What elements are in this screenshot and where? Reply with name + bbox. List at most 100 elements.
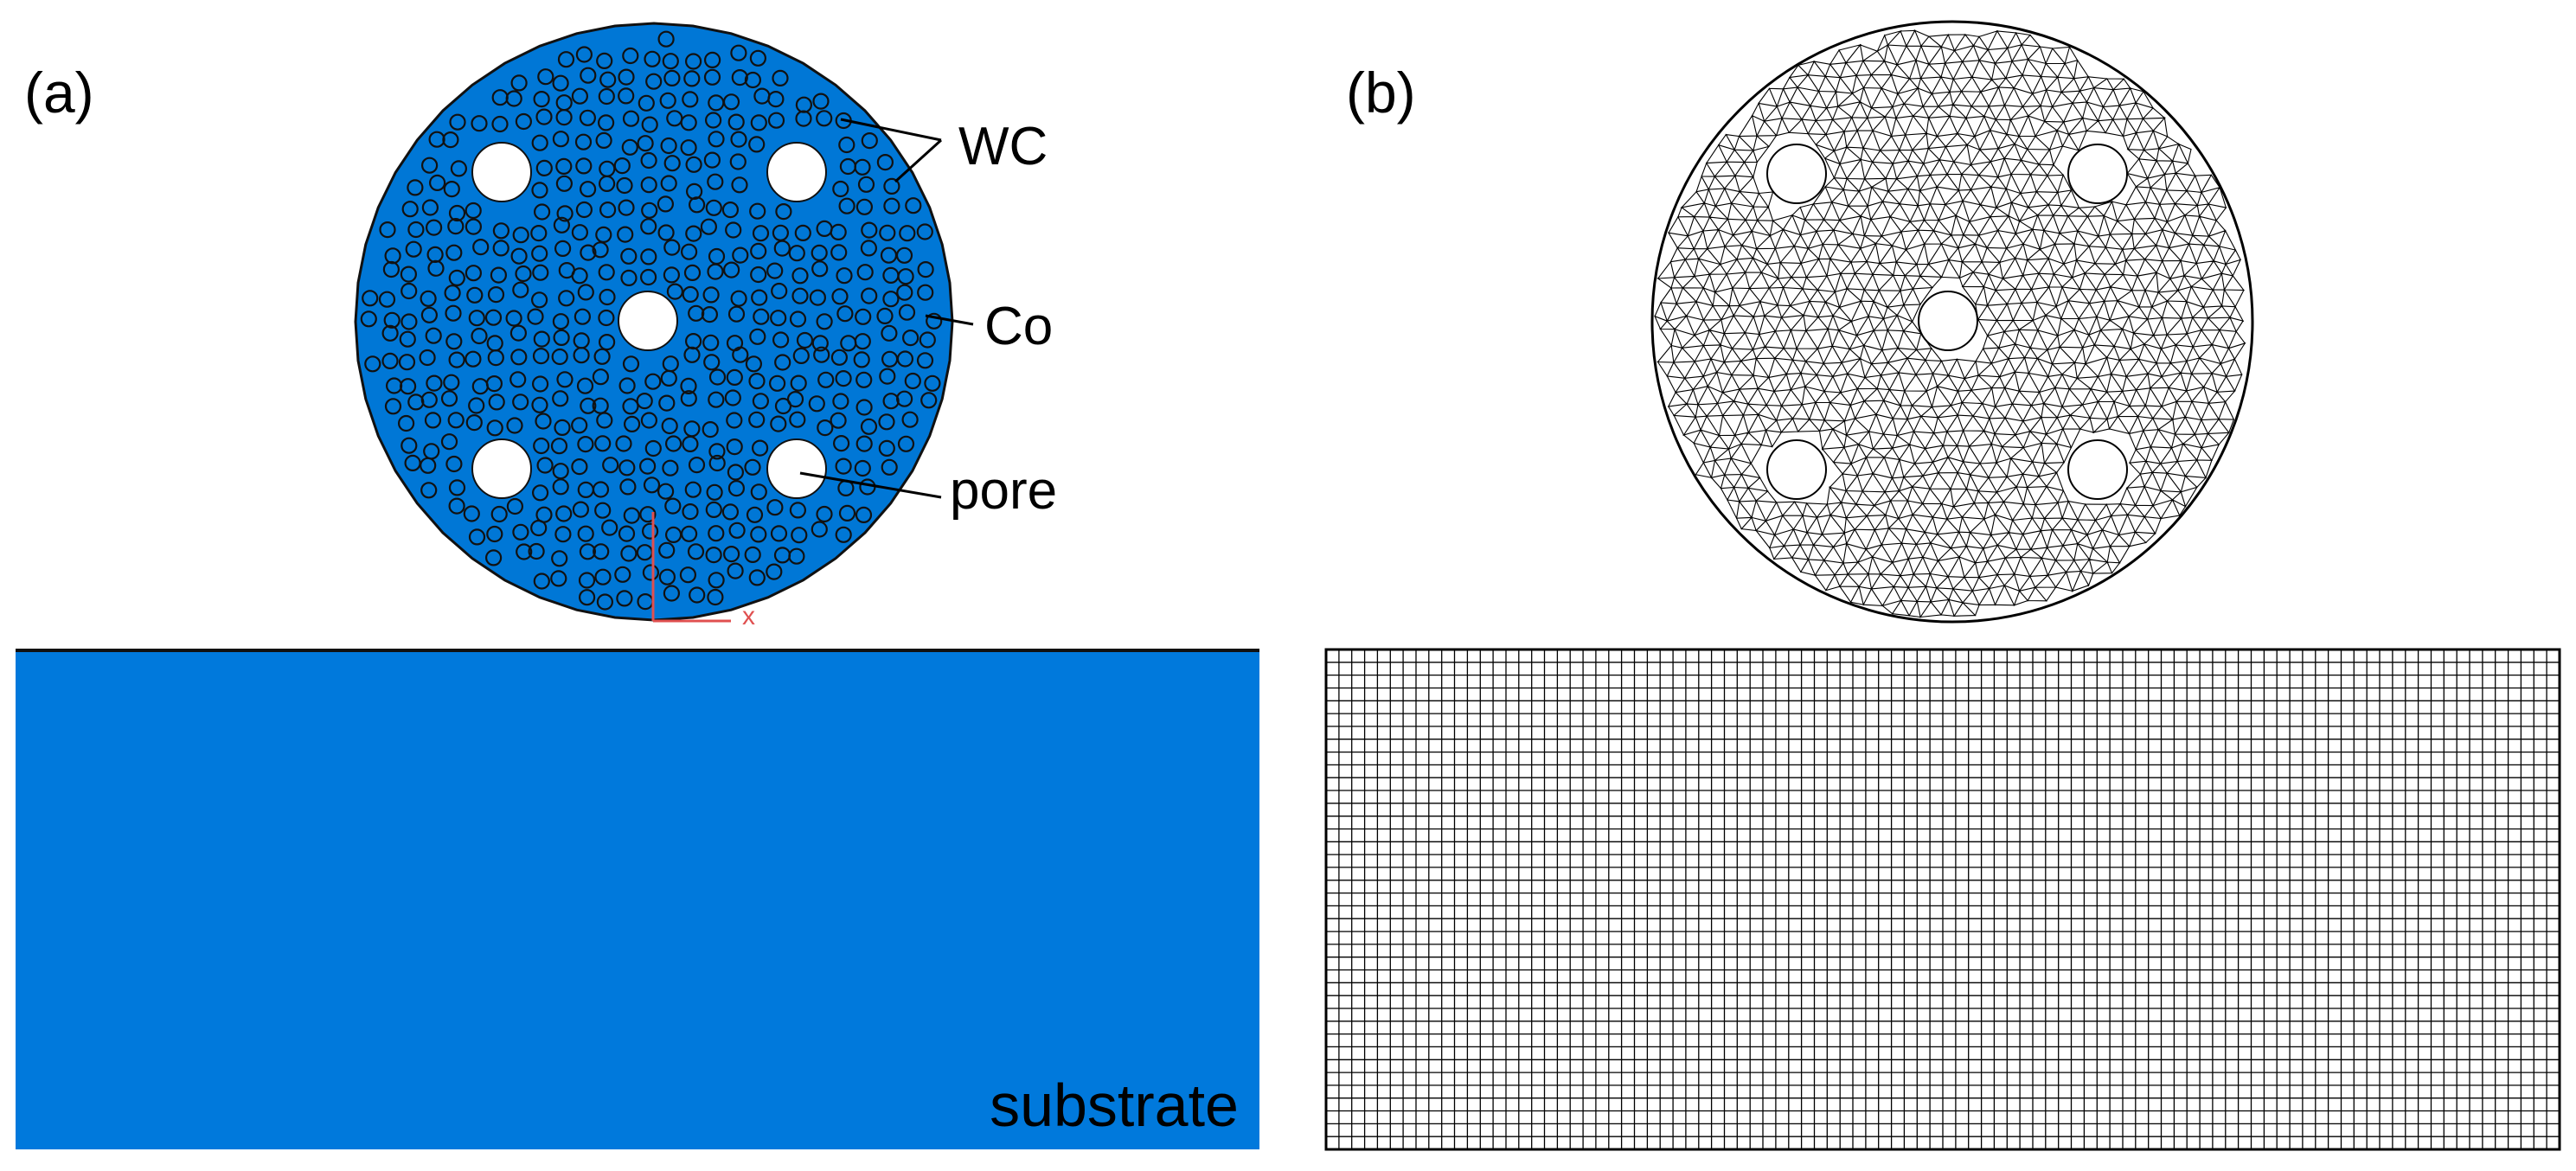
wc-grain xyxy=(465,265,483,282)
wc-grain xyxy=(791,527,808,544)
panel-b: (b) xyxy=(1324,20,2561,1151)
wc-grain xyxy=(420,391,438,408)
wc-grain xyxy=(445,455,463,473)
wc-grain xyxy=(878,413,895,431)
wc-grain xyxy=(599,202,617,219)
wc-grain xyxy=(641,522,659,540)
wc-grain xyxy=(770,415,787,432)
wc-grain xyxy=(854,333,871,350)
wc-grain xyxy=(618,377,636,394)
wc-grain xyxy=(619,478,637,496)
wc-grain xyxy=(623,507,640,524)
wc-grain xyxy=(917,261,934,278)
wc-grain xyxy=(643,477,661,494)
wc-grain xyxy=(440,390,458,407)
wc-grain xyxy=(490,266,508,284)
wc-grain xyxy=(750,526,767,543)
substrate-label: substrate xyxy=(990,1072,1239,1139)
wc-grain xyxy=(751,439,769,457)
wc-leader-line-1 xyxy=(840,118,942,142)
wc-grain xyxy=(708,454,726,472)
wc-grain xyxy=(533,573,550,590)
wc-grain xyxy=(749,49,767,67)
wc-grains xyxy=(360,30,943,611)
wc-grain xyxy=(721,202,740,219)
wc-grain xyxy=(618,199,635,216)
wc-grain xyxy=(703,68,721,86)
wc-grain xyxy=(577,525,594,542)
wc-grain xyxy=(658,541,676,559)
wc-grain xyxy=(465,202,482,220)
wc-grain xyxy=(580,67,597,84)
wc-grain xyxy=(599,288,616,306)
wc-grain xyxy=(484,549,503,566)
wc-grain xyxy=(749,328,766,345)
wc-grain xyxy=(594,435,612,452)
wc-grain xyxy=(447,412,465,429)
pores xyxy=(471,142,827,499)
wc-grain xyxy=(399,330,416,348)
wc-grain xyxy=(794,224,811,241)
wc-grain xyxy=(531,134,548,151)
wc-grain xyxy=(705,199,722,216)
wc-grain xyxy=(471,327,488,345)
wc-grain xyxy=(579,109,597,126)
wc-grain xyxy=(574,133,593,150)
wc-grain xyxy=(599,71,617,88)
wc-grain xyxy=(466,286,484,304)
wc-grain xyxy=(384,398,402,415)
wc-grain xyxy=(792,347,810,364)
wc-grain xyxy=(644,439,662,458)
wc-grain xyxy=(528,542,545,560)
wc-grain xyxy=(362,290,379,307)
wc-grain xyxy=(860,240,878,257)
wc-grain xyxy=(766,262,784,279)
wc-grain xyxy=(645,73,663,90)
wc-grain xyxy=(879,224,896,241)
substrate-mesh-outline xyxy=(1324,648,2561,1151)
wc-grain xyxy=(486,525,503,543)
wc-grain xyxy=(553,216,571,234)
wc-grain xyxy=(407,221,425,239)
wc-grain xyxy=(598,87,615,106)
wc-grain xyxy=(924,374,941,392)
wc-grain xyxy=(855,435,873,452)
wc-grain xyxy=(683,264,702,281)
wc-grain xyxy=(730,131,747,148)
wc-grain xyxy=(407,179,424,196)
wc-grain xyxy=(618,525,636,542)
wc-grain xyxy=(876,307,894,324)
wc-grain xyxy=(790,374,807,392)
wc-grain xyxy=(492,222,510,240)
wc-grain xyxy=(727,562,744,579)
wc-grain xyxy=(732,346,749,363)
wc-grain xyxy=(465,218,483,235)
wc-grain xyxy=(398,414,415,432)
mesh-pore xyxy=(2067,144,2128,204)
wc-grain xyxy=(426,219,443,236)
wc-grain xyxy=(708,368,727,386)
wc-grain xyxy=(688,304,705,322)
wc-grain xyxy=(488,394,505,411)
wc-grain xyxy=(722,261,740,278)
pore xyxy=(766,142,827,202)
wc-grain xyxy=(816,110,833,127)
wc-grain xyxy=(746,506,764,523)
wc-grain xyxy=(554,419,571,436)
wc-grain xyxy=(744,458,761,476)
wc-grain xyxy=(904,372,921,390)
wc-grain xyxy=(594,568,612,586)
wc-grain xyxy=(440,433,458,451)
wc-grain xyxy=(687,543,705,560)
wc-grain xyxy=(680,139,697,157)
wc-grain xyxy=(855,198,874,215)
wc-grain xyxy=(572,501,590,518)
wc-grain xyxy=(593,348,611,365)
wc-grain xyxy=(706,483,723,501)
wc-grain xyxy=(596,52,613,70)
wc-grain xyxy=(575,201,593,219)
wc-grain xyxy=(535,413,552,430)
wc-grain xyxy=(401,201,419,218)
wc-grain xyxy=(552,313,570,330)
wc-grain xyxy=(419,349,436,367)
